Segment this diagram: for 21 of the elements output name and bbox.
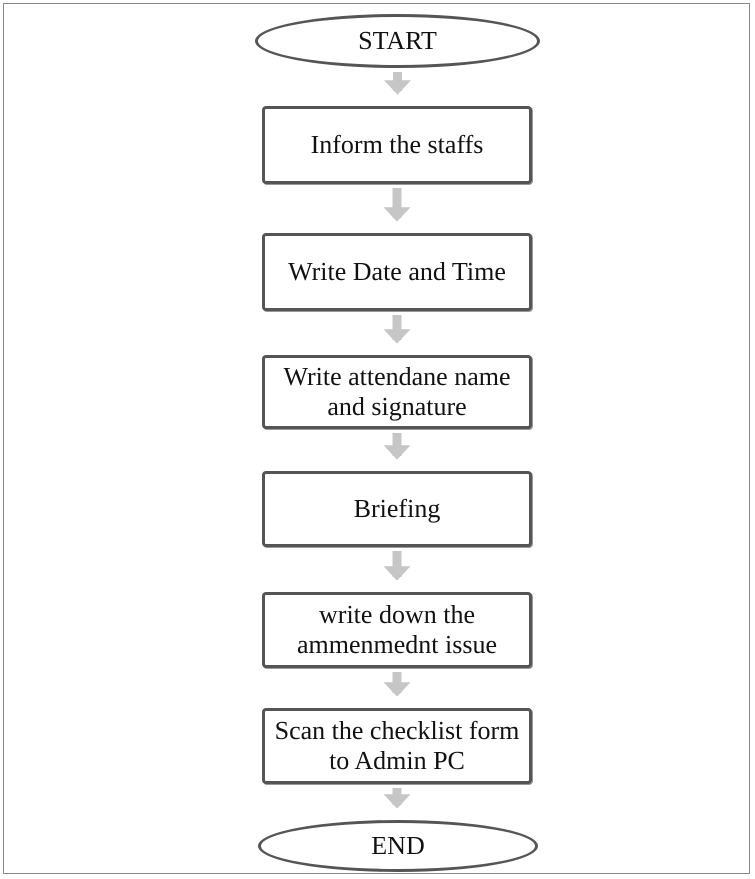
arrow bbox=[384, 315, 410, 344]
step-label: END bbox=[370, 831, 426, 861]
step-label: Inform the staffs bbox=[310, 130, 484, 160]
process-box bbox=[262, 355, 532, 429]
arrow bbox=[384, 433, 410, 460]
process-box bbox=[262, 708, 532, 784]
step-label: Scan the checklist form to Admin PC bbox=[274, 716, 520, 776]
step-label: Write Date and Time bbox=[287, 257, 507, 287]
arrow bbox=[384, 672, 410, 697]
arrow bbox=[384, 188, 410, 222]
arrow bbox=[384, 72, 411, 95]
step-label: START bbox=[357, 26, 438, 56]
process-box bbox=[262, 471, 532, 547]
arrow bbox=[384, 788, 410, 809]
step-label: Write attendane name and signature bbox=[282, 362, 512, 422]
step-label: write down the ammenmednt issue bbox=[296, 600, 498, 660]
process-box bbox=[262, 106, 532, 184]
step-label: Briefing bbox=[352, 494, 442, 524]
process-box bbox=[262, 592, 532, 668]
arrow bbox=[384, 551, 410, 581]
process-box bbox=[262, 233, 532, 311]
